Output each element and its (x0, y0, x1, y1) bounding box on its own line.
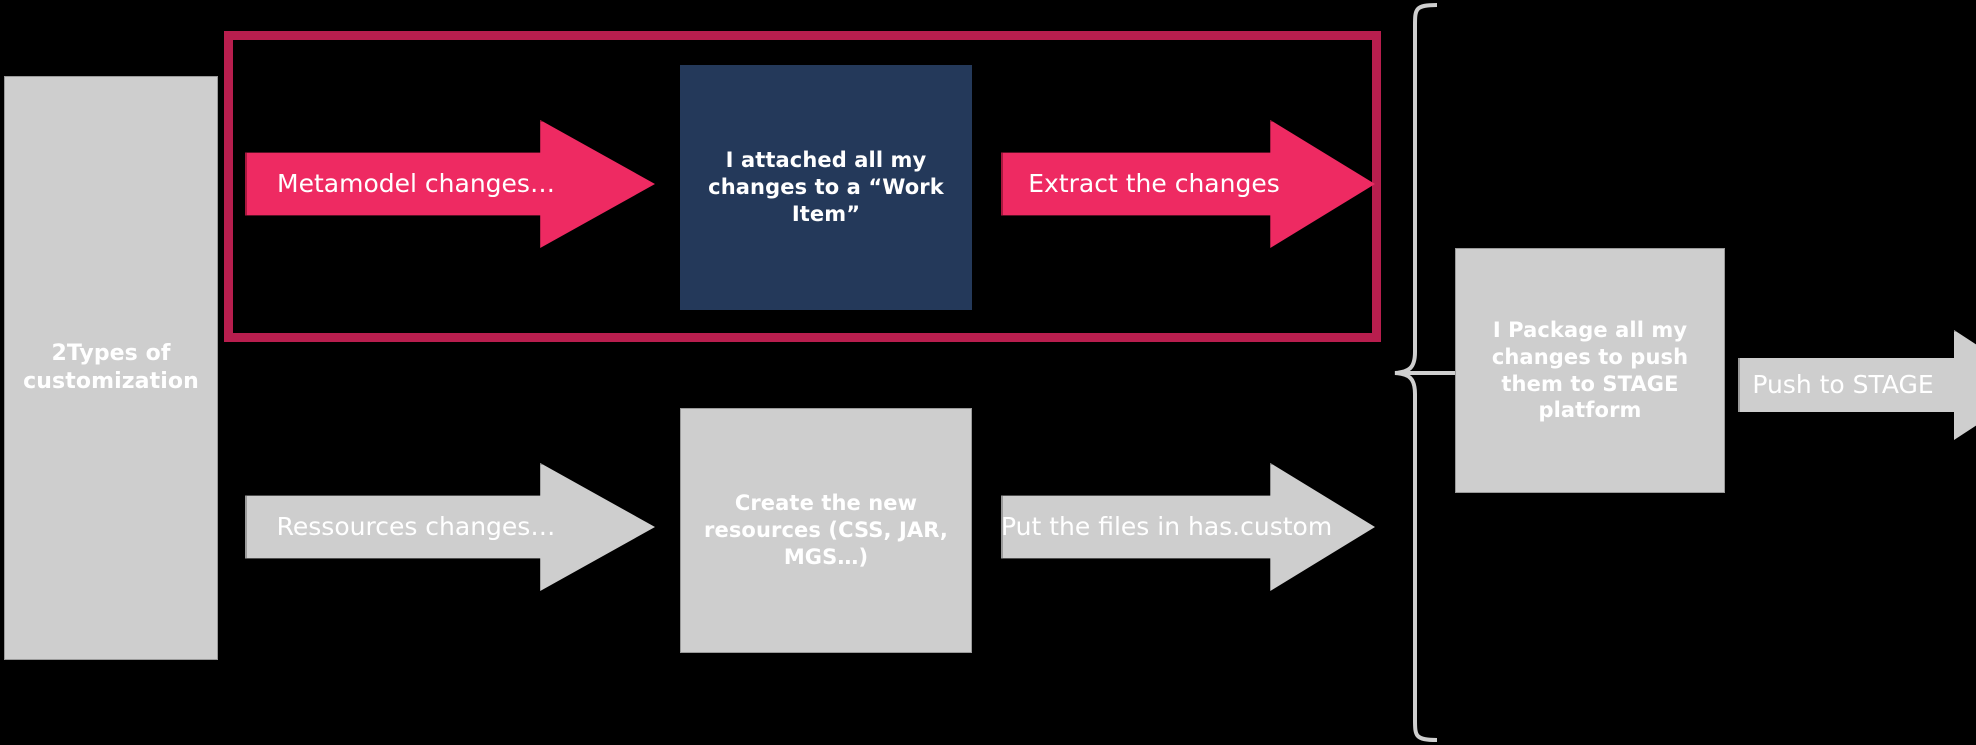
ressources-changes-arrow[interactable]: Ressources changes… (245, 463, 655, 591)
create-resources-box-label: Create the new resources (CSS, JAR, MGS…… (704, 491, 948, 569)
create-resources-box[interactable]: Create the new resources (CSS, JAR, MGS…… (680, 408, 972, 653)
metamodel-track-highlight (224, 31, 1381, 342)
work-item-box-label: I attached all my changes to a “Work Ite… (708, 148, 944, 226)
push-to-stage-arrow-label: Push to STAGE (1752, 370, 1934, 400)
source-box[interactable]: 2Types of customization (4, 76, 218, 660)
merge-brace (1394, 3, 1457, 742)
ressources-changes-arrow-label: Ressources changes… (276, 512, 556, 542)
source-box-label: 2Types of customization (23, 340, 199, 394)
metamodel-changes-arrow-label: Metamodel changes… (277, 169, 555, 199)
package-box[interactable]: I Package all my changes to push them to… (1455, 248, 1725, 493)
put-files-arrow[interactable]: Put the files in has.custom (1001, 463, 1375, 591)
extract-changes-arrow-label: Extract the changes (1028, 169, 1280, 199)
put-files-arrow-label: Put the files in has.custom (1001, 512, 1333, 542)
push-to-stage-arrow[interactable]: Push to STAGE (1738, 330, 1976, 440)
package-box-label: I Package all my changes to push them to… (1491, 317, 1689, 423)
work-item-box[interactable]: I attached all my changes to a “Work Ite… (680, 65, 972, 310)
